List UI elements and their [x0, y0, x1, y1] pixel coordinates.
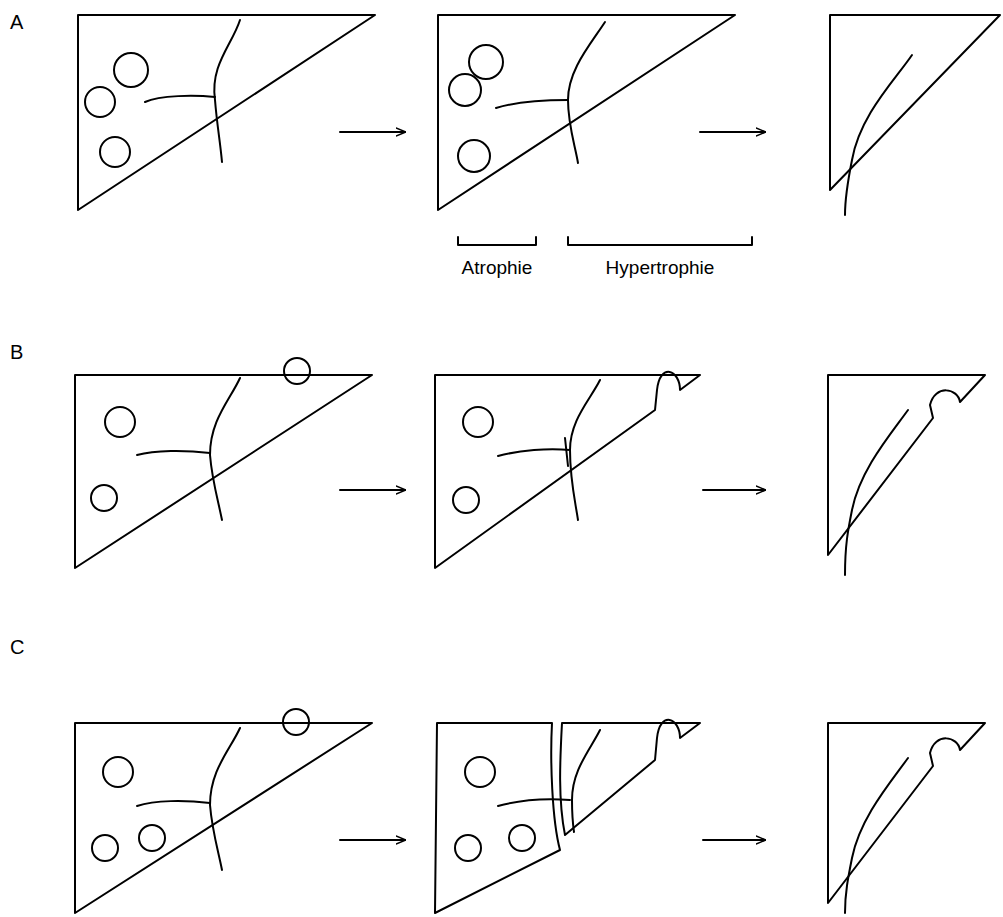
bracket-label: Hypertrophie	[606, 258, 715, 277]
bracket-label: Atrophie	[462, 258, 533, 277]
panel-letter: C	[10, 637, 24, 657]
panel-letter: A	[10, 12, 23, 32]
panel-letter: B	[10, 342, 23, 362]
liver-row-b	[75, 358, 985, 575]
liver-row-c	[75, 709, 985, 913]
liver-row-a	[78, 15, 1000, 245]
